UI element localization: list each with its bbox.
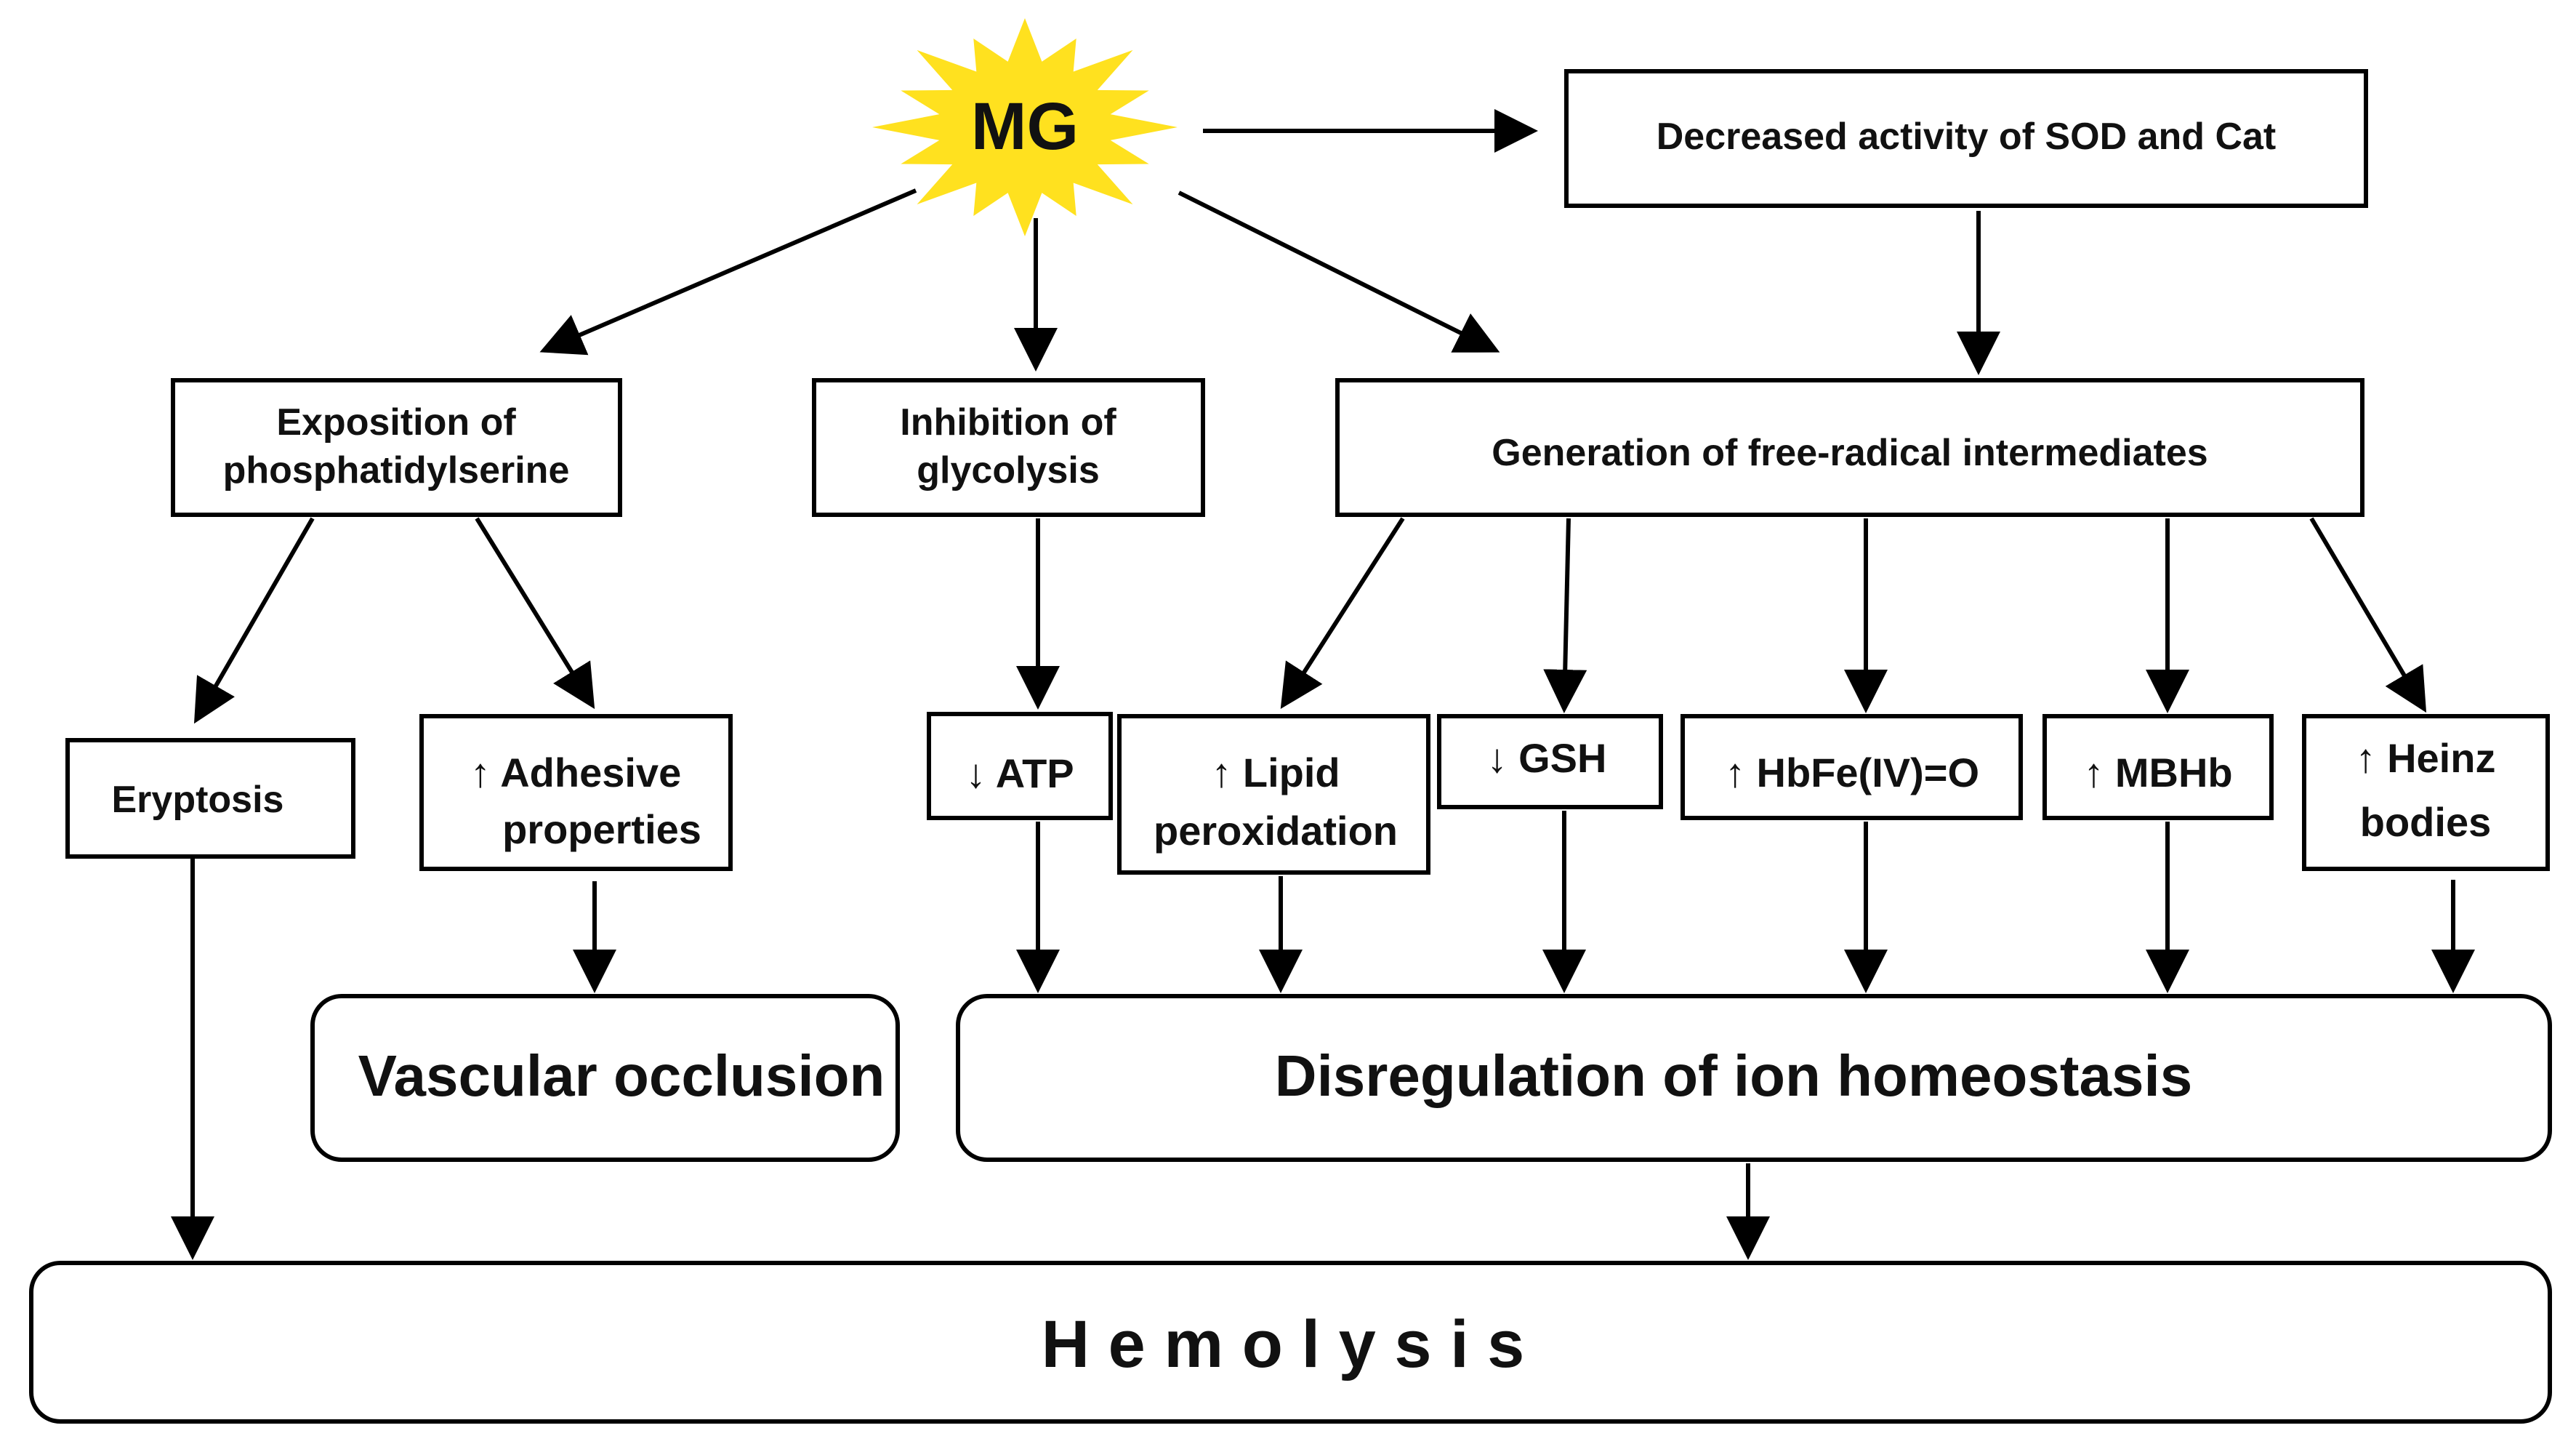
lipid-line1: ↑ Lipid (1211, 750, 1340, 795)
atp-label: ↓ ATP (965, 750, 1074, 796)
hemolysis-label: H e m o l y s i s (1042, 1307, 1525, 1381)
hbfe-node: ↑ HbFe(IV)=O (1681, 714, 2023, 820)
adhesive-node: ↑ Adhesive properties (419, 714, 733, 871)
hemolysis-node: H e m o l y s i s (29, 1261, 2552, 1424)
heinz-line2: bodies (2360, 799, 2491, 845)
lipid-line2: peroxidation (1154, 808, 1398, 854)
vascular-label: Vascular occlusion (358, 1043, 885, 1108)
free-radical-box (1335, 378, 2364, 517)
hbfe-label: ↑ HbFe(IV)=O (1725, 750, 1979, 795)
mbhb-node: ↑ MBHb (2042, 714, 2274, 820)
atp-node: ↓ ATP (927, 712, 1113, 820)
free-radical-label: Generation of free-radical intermediates (1492, 432, 2207, 474)
edge-mg-to-free-radical (1178, 190, 1500, 353)
glycolysis-box (812, 378, 1205, 517)
heinz-line1: ↑ Heinz (2356, 735, 2496, 781)
sod-cat-node: Decreased activity of SOD and Cat (1564, 69, 2368, 208)
edge-exposition-to-eryptosis (193, 517, 315, 724)
starburst-icon (872, 18, 1178, 236)
mbhb-box (2042, 714, 2274, 820)
lipid-node: ↑ Lipid peroxidation (1117, 714, 1430, 875)
eryptosis-box (65, 738, 355, 859)
adhesive-line2: properties (502, 806, 701, 852)
exposition-box (171, 378, 622, 517)
hbfe-box (1681, 714, 2023, 820)
disregulation-box (956, 994, 2552, 1162)
gsh-box (1437, 714, 1663, 809)
free-radical-node: Generation of free-radical intermediates (1335, 378, 2364, 517)
disregulation-node: Disregulation of ion homeostasis (956, 994, 2552, 1162)
mg-label: MG (971, 89, 1079, 164)
edge-mg-to-exposition (539, 188, 917, 356)
disregulation-label: Disregulation of ion homeostasis (1275, 1043, 2192, 1108)
glycolysis-node: Inhibition of glycolysis (812, 378, 1205, 517)
vascular-node: Vascular occlusion (310, 994, 900, 1162)
atp-box (927, 712, 1113, 820)
mg-node: MG (872, 18, 1178, 236)
heinz-node: ↑ Heinz bodies (2302, 714, 2550, 871)
heinz-box (2302, 714, 2550, 871)
sod-cat-box (1564, 69, 2368, 208)
mbhb-label: ↑ MBHb (2083, 750, 2232, 795)
vascular-box (310, 994, 900, 1162)
gsh-node: ↓ GSH (1437, 714, 1663, 809)
exposition-node: Exposition of phosphatidylserine (171, 378, 622, 517)
sod-cat-label: Decreased activity of SOD and Cat (1657, 116, 2277, 158)
edge-free-radical-to-gsh (1543, 518, 1587, 713)
exposition-line2: phosphatidylserine (223, 449, 570, 492)
hemolysis-box (29, 1261, 2552, 1424)
gsh-label: ↓ GSH (1487, 735, 1607, 781)
adhesive-box (419, 714, 733, 871)
eryptosis-node: Eryptosis (65, 738, 355, 859)
edge-free-radical-to-lipid (1280, 517, 1405, 710)
glycolysis-line2: glycolysis (917, 449, 1099, 492)
lipid-box (1117, 714, 1430, 875)
adhesive-line1: ↑ Adhesive (470, 750, 681, 795)
edge-free-radical-to-heinz (2309, 517, 2427, 713)
exposition-line1: Exposition of (276, 401, 516, 444)
eryptosis-label: Eryptosis (112, 779, 284, 821)
glycolysis-line1: Inhibition of (900, 401, 1116, 444)
edge-exposition-to-adhesive (475, 517, 595, 710)
